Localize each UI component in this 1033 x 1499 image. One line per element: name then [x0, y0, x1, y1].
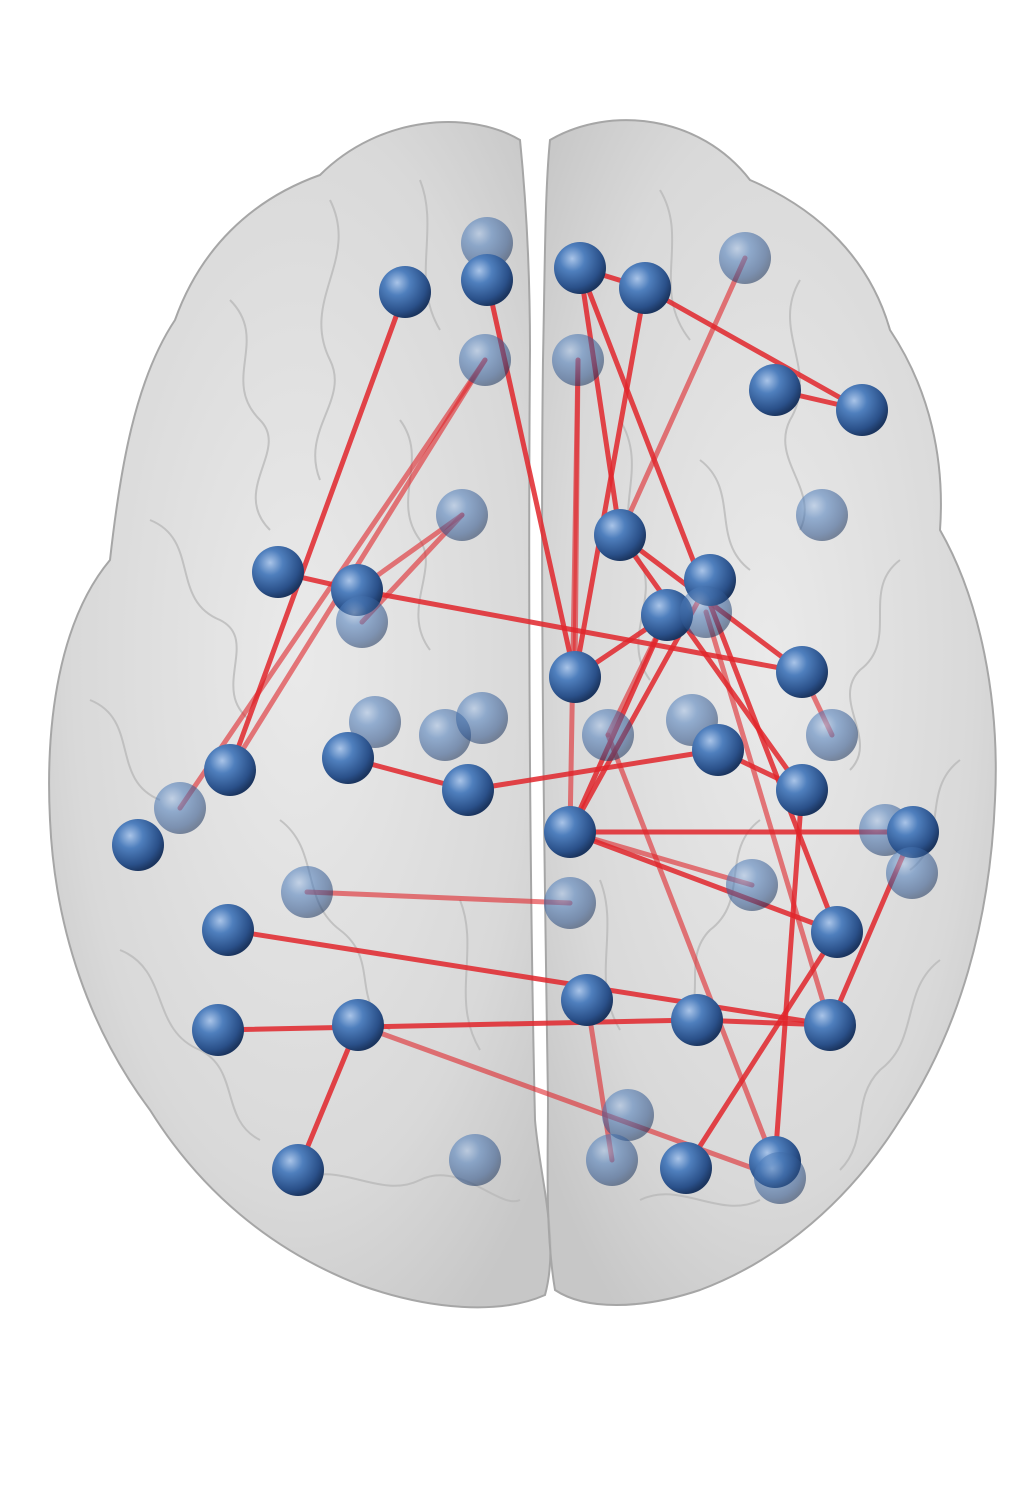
node-n12: [594, 509, 646, 561]
node-n3: [461, 254, 513, 306]
node-n37: [887, 806, 939, 858]
node-n16: [336, 596, 388, 648]
node-n49: [602, 1089, 654, 1141]
node-n27: [692, 724, 744, 776]
node-n41: [726, 859, 778, 911]
edge-n39-n40: [304, 889, 573, 906]
edge-n10-n35: [567, 357, 581, 835]
edge-n27-n31: [465, 747, 721, 793]
node-layer: [112, 217, 939, 1204]
edge-n44-n47: [215, 1017, 700, 1033]
node-n35: [544, 806, 596, 858]
node-n9: [459, 334, 511, 386]
node-n19: [680, 586, 732, 638]
node-n34: [112, 819, 164, 871]
edge-n45-n55: [355, 1022, 783, 1181]
node-n43: [811, 906, 863, 958]
node-n45: [332, 999, 384, 1051]
edge-n35-n41: [567, 829, 755, 888]
node-n11: [436, 489, 488, 541]
node-n51: [449, 1134, 501, 1186]
node-n42: [202, 904, 254, 956]
node-n44: [192, 1004, 244, 1056]
node-n4: [554, 242, 606, 294]
node-n20: [776, 646, 828, 698]
node-n50: [272, 1144, 324, 1196]
node-n31: [442, 764, 494, 816]
node-n24: [456, 692, 508, 744]
node-n13: [796, 489, 848, 541]
node-n1: [379, 266, 431, 318]
node-n47: [671, 994, 723, 1046]
edge-n42-n48: [225, 927, 833, 1028]
node-n8: [836, 384, 888, 436]
node-n22: [349, 696, 401, 748]
left-hemisphere: [48, 121, 552, 1309]
edge-n45-n50: [295, 1022, 361, 1173]
node-n48: [804, 999, 856, 1051]
node-n30: [322, 732, 374, 784]
node-n40: [544, 877, 596, 929]
node-n18: [641, 589, 693, 641]
node-n10: [552, 334, 604, 386]
edge-n54-n32: [772, 787, 805, 1165]
node-n46: [561, 974, 613, 1026]
node-n7: [749, 364, 801, 416]
edge-n12-n32: [617, 532, 805, 793]
edge-n5-n8: [642, 285, 865, 413]
node-n38: [886, 847, 938, 899]
node-n14: [252, 546, 304, 598]
node-n52: [586, 1134, 638, 1186]
node-n21: [549, 651, 601, 703]
node-n55: [754, 1152, 806, 1204]
node-n2: [461, 217, 513, 269]
edge-n15-n20: [354, 587, 805, 675]
node-n32: [776, 764, 828, 816]
edge-n46-n52: [584, 997, 615, 1163]
node-n39: [281, 866, 333, 918]
node-n6: [719, 232, 771, 284]
edge-n4-n12: [577, 265, 623, 538]
node-n53: [660, 1142, 712, 1194]
node-n28: [806, 709, 858, 761]
edge-n19-n48: [703, 609, 833, 1028]
node-n25: [582, 709, 634, 761]
node-n33: [154, 782, 206, 834]
edge-n6-n12: [617, 255, 748, 538]
edge-n25-n55: [605, 732, 783, 1181]
edge-n53-n43: [683, 929, 840, 1171]
node-n29: [204, 744, 256, 796]
node-n5: [619, 262, 671, 314]
